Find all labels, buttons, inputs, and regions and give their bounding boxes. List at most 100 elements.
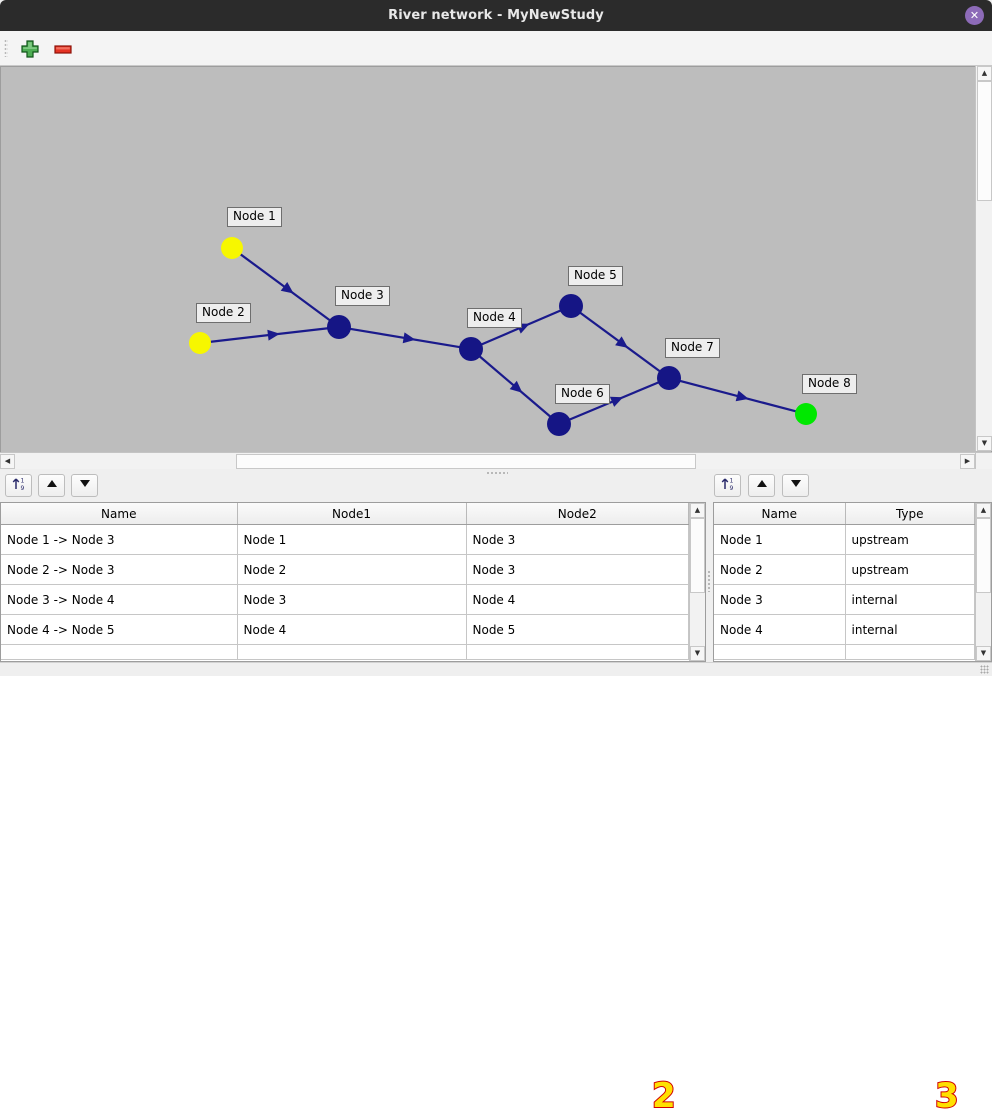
vertical-splitter[interactable]: [706, 500, 713, 662]
nodes-cell[interactable]: Node 1: [714, 524, 846, 555]
links-column-header[interactable]: Node1: [237, 503, 467, 525]
nodes-scroll-thumb[interactable]: [976, 518, 991, 593]
table-row-empty[interactable]: [1, 644, 689, 660]
links-cell[interactable]: Node 4 -> Node 5: [1, 614, 238, 645]
graph-node-label-node-5[interactable]: Node 5: [568, 266, 623, 286]
nodes-column-header[interactable]: Type: [845, 503, 975, 525]
move-down-icon[interactable]: [782, 474, 809, 497]
status-bar: [0, 662, 992, 676]
links-cell[interactable]: Node 2 -> Node 3: [1, 554, 238, 585]
move-up-icon[interactable]: [38, 474, 65, 497]
graph-node-node-7[interactable]: [657, 366, 681, 390]
svg-text:9: 9: [729, 485, 733, 492]
move-up-icon[interactable]: [748, 474, 775, 497]
graph-node-node-5[interactable]: [559, 294, 583, 318]
table-row-empty[interactable]: [714, 644, 975, 660]
nodes-cell[interactable]: upstream: [845, 554, 975, 585]
scroll-down-button[interactable]: ▼: [977, 436, 992, 451]
graph-node-node-8[interactable]: [795, 403, 817, 425]
graph-node-label-node-2[interactable]: Node 2: [196, 303, 251, 323]
links-cell-empty[interactable]: [237, 644, 467, 660]
move-down-icon[interactable]: [71, 474, 98, 497]
links-cell[interactable]: Node 3 -> Node 4: [1, 584, 238, 615]
links-cell[interactable]: Node 1: [237, 524, 467, 555]
sort-ascending-icon[interactable]: 1 9: [5, 474, 32, 497]
graph-hscroll-thumb[interactable]: [236, 454, 696, 469]
sort-ascending-icon[interactable]: 1 9: [714, 474, 741, 497]
delete-minus-icon[interactable]: [52, 38, 74, 60]
graph-node-node-2[interactable]: [189, 332, 211, 354]
links-scroll-up-button[interactable]: ▲: [690, 503, 705, 518]
nodes-cell[interactable]: Node 3: [714, 584, 846, 615]
links-cell[interactable]: Node 3: [466, 524, 689, 555]
scroll-up-button[interactable]: ▲: [977, 66, 992, 81]
graph-node-node-6[interactable]: [547, 412, 571, 436]
links-column-header[interactable]: Name: [1, 503, 238, 525]
graph-node-node-4[interactable]: [459, 337, 483, 361]
graph-node-label-node-7[interactable]: Node 7: [665, 338, 720, 358]
links-scroll-thumb[interactable]: [690, 518, 705, 593]
horizontal-splitter[interactable]: [0, 469, 992, 477]
graph-node-node-3[interactable]: [327, 315, 351, 339]
graph-node-label-node-6[interactable]: Node 6: [555, 384, 610, 404]
nodes-cell-empty[interactable]: [845, 644, 975, 660]
graph-node-label-node-4[interactable]: Node 4: [467, 308, 522, 328]
links-scroll-down-button[interactable]: ▼: [690, 646, 705, 661]
graph-node-label-node-8[interactable]: Node 8: [802, 374, 857, 394]
links-cell[interactable]: Node 1 -> Node 3: [1, 524, 238, 555]
network-graph-canvas[interactable]: Node 1 Node 2 Node 3 Node 4 Node 5 Node 6 Node…: [0, 66, 992, 468]
nodes-table-scrollbar[interactable]: ▲ ▼: [975, 503, 991, 661]
nodes-cell[interactable]: Node 4: [714, 614, 846, 645]
links-cell[interactable]: Node 5: [466, 614, 689, 645]
links-cell[interactable]: Node 4: [466, 584, 689, 615]
links-cell[interactable]: Node 4: [237, 614, 467, 645]
nodes-scroll-down-button[interactable]: ▼: [976, 646, 991, 661]
links-cell-empty[interactable]: [466, 644, 689, 660]
close-icon[interactable]: ✕: [965, 6, 984, 25]
nodes-scroll-up-button[interactable]: ▲: [976, 503, 991, 518]
graph-vertical-scrollbar[interactable]: ▲ ▼: [975, 66, 992, 451]
graph-vscroll-thumb[interactable]: [977, 81, 992, 201]
links-cell[interactable]: Node 3: [237, 584, 467, 615]
graph-horizontal-scrollbar[interactable]: ◀ ▶: [0, 452, 975, 469]
nodes-cell[interactable]: internal: [845, 614, 975, 645]
links-cell-empty[interactable]: [1, 644, 238, 660]
window-resize-grip[interactable]: [980, 665, 989, 674]
links-table-scrollbar[interactable]: ▲ ▼: [689, 503, 705, 661]
graph-node-label-node-3[interactable]: Node 3: [335, 286, 390, 306]
links-column-header[interactable]: Node2: [466, 503, 689, 525]
nodes-cell[interactable]: upstream: [845, 524, 975, 555]
scroll-left-button[interactable]: ◀: [0, 454, 15, 469]
scroll-right-button[interactable]: ▶: [960, 454, 975, 469]
graph-node-label-node-1[interactable]: Node 1: [227, 207, 282, 227]
graph-edge-arrow: [402, 332, 416, 344]
toolbar-drag-handle[interactable]: [4, 39, 8, 57]
links-cell[interactable]: Node 2: [237, 554, 467, 585]
nodes-column-header[interactable]: Name: [714, 503, 846, 525]
nodes-cell[interactable]: internal: [845, 584, 975, 615]
nodes-cell[interactable]: Node 2: [714, 554, 846, 585]
nodes-cell-empty[interactable]: [714, 644, 846, 660]
add-plus-icon[interactable]: [19, 38, 41, 60]
main-toolbar: [0, 31, 992, 66]
links-cell[interactable]: Node 3: [466, 554, 689, 585]
vsplitter-grip-dots: [708, 570, 710, 592]
graph-node-node-1[interactable]: [221, 237, 243, 259]
